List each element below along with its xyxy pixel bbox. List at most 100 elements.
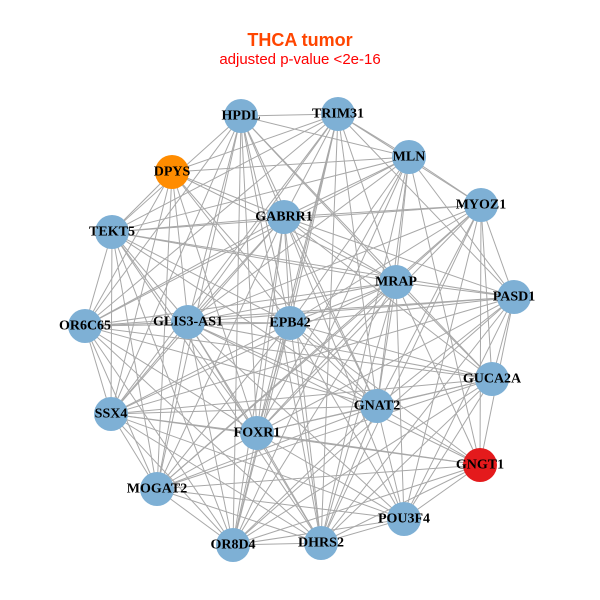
node-or8d4: OR8D4	[210, 528, 256, 562]
edge-EPB42-GNAT2	[289, 322, 378, 407]
node-circle	[216, 528, 250, 562]
edge-MYOZ1-GLIS3-AS1	[187, 204, 482, 323]
edge-GLIS3-AS1-EPB42	[187, 321, 291, 324]
edge-TRIM31-OR6C65	[84, 113, 339, 327]
edge-OR6C65-GUCA2A	[84, 325, 493, 380]
node-circle	[387, 502, 421, 536]
edge-GABRR1-OR8D4	[232, 216, 285, 546]
node-label: GNGT1	[456, 458, 504, 473]
node-label: PASD1	[493, 290, 536, 305]
edge-DPYS-GLIS3-AS1	[171, 171, 189, 323]
edge-GUCA2A-SSX4	[110, 378, 493, 415]
edge-GUCA2A-DHRS2	[320, 378, 493, 544]
edge-GABRR1-POU3F4	[283, 216, 405, 520]
edge-MLN-TEKT5	[111, 156, 410, 233]
node-mrap: MRAP	[375, 265, 417, 299]
edge-HPDL-MOGAT2	[156, 115, 242, 490]
edge-EPB42-FOXR1	[256, 322, 291, 434]
edge-MLN-PASD1	[408, 156, 515, 298]
edge-PASD1-POU3F4	[403, 296, 515, 520]
edge-TEKT5-GNAT2	[111, 231, 378, 407]
node-epb42: EPB42	[269, 306, 311, 340]
node-hpdl: HPDL	[222, 99, 260, 133]
edge-EPB42-MOGAT2	[156, 322, 291, 490]
node-label: DHRS2	[298, 536, 344, 551]
edge-GABRR1-DHRS2	[283, 216, 322, 544]
edge-PASD1-DHRS2	[320, 296, 515, 544]
node-ssx4: SSX4	[94, 397, 128, 431]
node-pasd1: PASD1	[493, 280, 536, 314]
edge-PASD1-EPB42	[289, 296, 515, 324]
node-or6c65: OR6C65	[59, 309, 111, 343]
edge-MYOZ1-DHRS2	[320, 204, 482, 544]
edge-GNAT2-POU3F4	[376, 405, 405, 520]
node-circle	[464, 188, 498, 222]
edge-TRIM31-FOXR1	[256, 113, 339, 434]
edge-TEKT5-OR8D4	[111, 231, 234, 546]
edge-DPYS-MLN	[171, 156, 410, 173]
edge-GLIS3-AS1-POU3F4	[187, 321, 405, 520]
node-dpys: DPYS	[154, 155, 190, 189]
edge-MRAP-EPB42	[289, 281, 397, 324]
edge-TRIM31-DPYS	[171, 113, 339, 173]
node-myoz1: MYOZ1	[456, 188, 506, 222]
node-circle	[392, 140, 426, 174]
edge-TEKT5-MRAP	[111, 231, 397, 283]
edge-MYOZ1-GUCA2A	[480, 204, 493, 380]
node-label: OR6C65	[59, 319, 111, 334]
node-label: GLIS3-AS1	[153, 315, 223, 330]
edge-GUCA2A-MOGAT2	[156, 378, 493, 490]
edge-DPYS-OR6C65	[84, 171, 173, 327]
edge-HPDL-OR8D4	[232, 115, 242, 546]
edge-FOXR1-OR8D4	[232, 432, 258, 546]
edge-GABRR1-GUCA2A	[283, 216, 493, 380]
node-circle	[68, 309, 102, 343]
edge-SSX4-GNAT2	[110, 405, 378, 415]
edge-GABRR1-FOXR1	[256, 216, 285, 434]
node-mln: MLN	[392, 140, 426, 174]
edge-DPYS-GABRR1	[171, 171, 285, 218]
node-circle	[240, 416, 274, 450]
edge-HPDL-OR6C65	[84, 115, 242, 327]
node-foxr1: FOXR1	[234, 416, 281, 450]
edge-GABRR1-MOGAT2	[156, 216, 285, 490]
edge-MYOZ1-GNGT1	[479, 204, 482, 466]
edge-MRAP-GLIS3-AS1	[187, 281, 397, 323]
edge-MLN-GABRR1	[283, 156, 410, 218]
edge-EPB42-GUCA2A	[289, 322, 493, 380]
node-circle	[155, 155, 189, 189]
edge-TRIM31-MRAP	[337, 113, 397, 283]
node-label: GNAT2	[354, 399, 400, 414]
edge-PASD1-GLIS3-AS1	[187, 296, 515, 323]
node-circle	[321, 97, 355, 131]
edge-MYOZ1-EPB42	[289, 204, 482, 324]
edge-MYOZ1-FOXR1	[256, 204, 482, 434]
edge-TEKT5-GLIS3-AS1	[111, 231, 189, 323]
edge-MLN-OR8D4	[232, 156, 410, 546]
edge-EPB42-SSX4	[110, 322, 291, 415]
node-label: FOXR1	[234, 426, 281, 441]
node-circle	[304, 526, 338, 560]
edge-HPDL-FOXR1	[240, 115, 258, 434]
node-circle	[224, 99, 258, 133]
edge-SSX4-DHRS2	[110, 413, 322, 544]
node-gnat2: GNAT2	[354, 389, 400, 423]
edge-OR6C65-GNAT2	[84, 325, 378, 407]
edge-GNAT2-GNGT1	[376, 405, 481, 466]
edge-TRIM31-DHRS2	[320, 113, 339, 544]
edge-GABRR1-PASD1	[283, 216, 515, 298]
node-circle	[171, 305, 205, 339]
node-label: TEKT5	[89, 225, 135, 240]
edge-GABRR1-OR6C65	[84, 216, 285, 327]
edge-EPB42-POU3F4	[289, 322, 405, 520]
node-label: GUCA2A	[463, 372, 522, 387]
node-label: OR8D4	[210, 538, 255, 553]
edge-MRAP-PASD1	[395, 281, 515, 298]
node-circle	[94, 397, 128, 431]
node-pou3f4: POU3F4	[378, 502, 430, 536]
edge-SSX4-OR8D4	[110, 413, 234, 546]
edge-MLN-OR6C65	[84, 156, 410, 327]
